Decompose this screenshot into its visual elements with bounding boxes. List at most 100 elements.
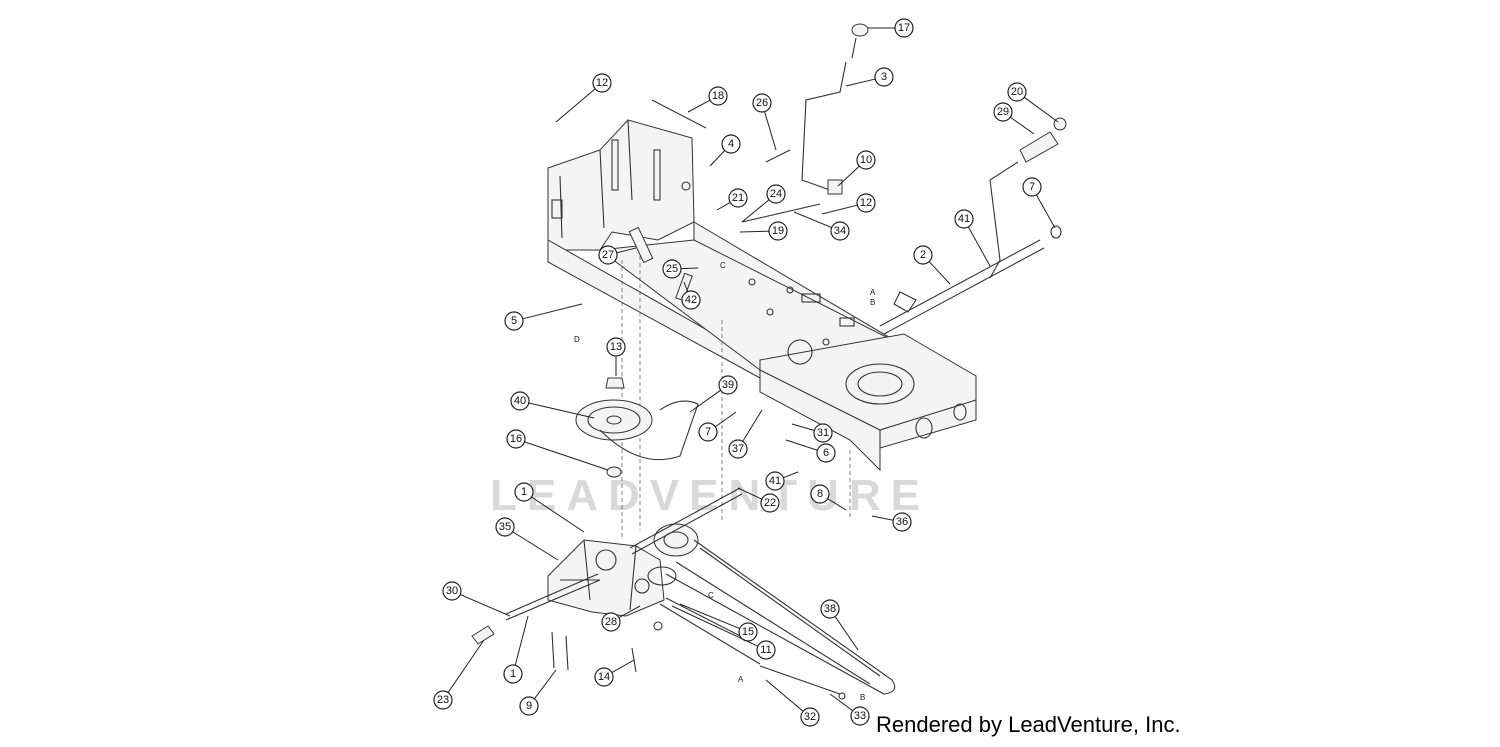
callout-7: 7	[698, 411, 737, 442]
callout-number: 29	[997, 106, 1009, 118]
callout-leader-line	[683, 281, 689, 292]
callout-leader-line	[687, 99, 711, 113]
callout-number: 12	[596, 77, 608, 89]
callout-14: 14	[594, 659, 635, 687]
callout-37: 37	[728, 409, 763, 459]
callout-circle	[601, 612, 621, 632]
callout-number: 41	[769, 475, 781, 487]
callout-10: 10	[837, 150, 876, 187]
callout-35: 35	[495, 517, 559, 561]
callout-number: 15	[742, 626, 754, 638]
callout-leader-line	[709, 150, 726, 167]
callout-leader-line	[1035, 194, 1056, 229]
callout-6: 6	[785, 439, 836, 463]
callout-number: 35	[499, 521, 511, 533]
callout-number: 38	[824, 603, 836, 615]
callout-circle	[718, 375, 738, 395]
letter-c-2: C	[708, 591, 714, 600]
callout-leader-line	[793, 211, 832, 229]
callout-38: 38	[820, 599, 859, 651]
pulley-assembly	[575, 377, 699, 478]
callout-circle	[662, 259, 682, 279]
callout-16: 16	[506, 429, 609, 471]
callout-leader-line	[534, 669, 557, 700]
grip-part	[1019, 131, 1059, 163]
callout-number: 31	[817, 427, 829, 439]
callout-leader-line	[555, 88, 596, 123]
callout-leader-line	[514, 615, 529, 666]
callout-circle	[510, 391, 530, 411]
callout-28: 28	[601, 605, 641, 632]
belt-39	[599, 400, 699, 461]
frame-assembly	[547, 119, 977, 540]
callout-number: 25	[666, 263, 678, 275]
callout-leader-line	[967, 226, 991, 267]
callout-circle	[892, 512, 912, 532]
callout-circle	[592, 73, 612, 93]
callout-circle	[519, 696, 539, 716]
callout-circle	[850, 706, 870, 726]
callout-leader-line	[765, 679, 804, 712]
callout-circle	[766, 184, 786, 204]
callout-number: 7	[1029, 181, 1035, 193]
callout-number: 12	[860, 197, 872, 209]
callout-leader-line	[829, 693, 854, 712]
callout-leader-line	[460, 594, 511, 617]
callout-leader-line	[1023, 96, 1059, 123]
callout-circle	[1022, 177, 1042, 197]
callout-7: 7	[1022, 177, 1056, 229]
callout-circle	[738, 622, 758, 642]
callout-number: 20	[1011, 86, 1023, 98]
callout-21: 21	[716, 188, 748, 211]
callout-circle	[894, 18, 914, 38]
callout-circle	[813, 423, 833, 443]
callout-leader-line	[524, 441, 609, 471]
callout-36: 36	[871, 512, 912, 532]
transmission-assembly	[471, 487, 896, 700]
callout-leader-line	[522, 303, 583, 320]
callout-circle	[830, 221, 850, 241]
letter-d-1: D	[574, 335, 580, 344]
callout-15: 15	[679, 603, 758, 642]
callout-number: 18	[712, 90, 724, 102]
callout-number: 13	[610, 341, 622, 353]
callout-circle	[874, 67, 894, 87]
callout-circle	[820, 599, 840, 619]
callout-number: 41	[958, 213, 970, 225]
callout-number: 27	[602, 249, 614, 261]
callout-20: 20	[1007, 82, 1059, 123]
callout-number: 11	[760, 644, 771, 656]
callout-number: 17	[898, 22, 910, 34]
callout-number: 23	[437, 694, 449, 706]
callout-leader-line	[834, 616, 859, 651]
knob-part	[851, 23, 869, 37]
callout-number: 1	[521, 486, 527, 498]
callout-number: 5	[511, 315, 517, 327]
callout-22: 22	[737, 487, 780, 513]
callout-12: 12	[555, 73, 612, 123]
callout-leader-line	[1010, 116, 1035, 135]
callout-leader-line	[528, 402, 595, 419]
callout-circle	[728, 439, 748, 459]
callout-circle	[756, 640, 776, 660]
callout-34: 34	[793, 211, 850, 241]
callout-8: 8	[810, 484, 847, 511]
callout-leader-line	[871, 515, 894, 521]
callout-27: 27	[598, 245, 637, 265]
callout-circle	[768, 221, 788, 241]
callout-circle	[752, 93, 772, 113]
callout-leader-line	[821, 204, 858, 215]
callout-number: 1	[510, 668, 516, 680]
callout-1: 1	[503, 615, 529, 684]
pedal-rod-part	[989, 161, 1019, 279]
callout-circle	[514, 482, 534, 502]
credit-text: Rendered by LeadVenture, Inc.	[876, 712, 1181, 737]
letter-c-1: C	[720, 261, 726, 270]
callout-leader-line	[689, 389, 721, 413]
callout-number: 24	[770, 188, 782, 200]
callout-leader-line	[845, 78, 876, 87]
callout-number: 30	[446, 585, 458, 597]
callout-circle	[800, 707, 820, 727]
callout-leader-line	[679, 603, 740, 630]
